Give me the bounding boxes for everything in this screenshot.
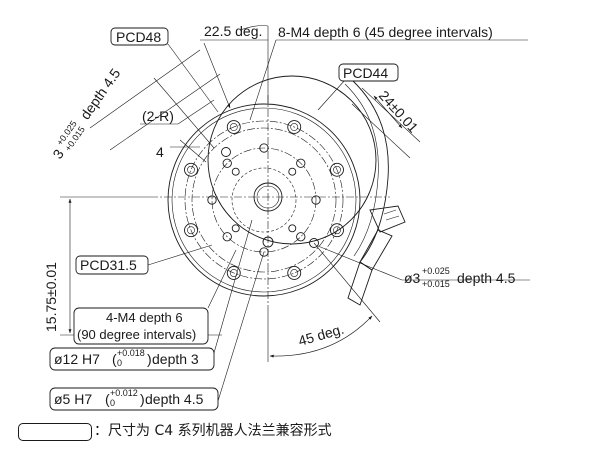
inner-m4-hole-2	[231, 224, 240, 233]
bore5-label: ø5 H7 ( +0.012 0 ) depth 4.5	[54, 388, 204, 408]
pcd44-label: PCD44	[343, 65, 388, 81]
pcd-hole-2	[296, 232, 306, 242]
m4-bottom-line2: (90 degree intervals)	[77, 327, 196, 342]
svg-text:ø3: ø3	[404, 270, 421, 286]
hole3-left-label: 3 +0.025 +0.015 depth 4.5	[49, 65, 124, 161]
outer-m4-hole-4	[184, 223, 198, 238]
outer-m4-hole-thread-8	[333, 165, 341, 174]
bore12-label: ø12 H7 ( +0.018 0 ) depth 3	[54, 348, 199, 368]
angle-top-label: 22.5 deg.	[204, 23, 262, 39]
pin-hole-right	[309, 238, 319, 248]
m4-holes-top-label: 8-M4 depth 6 (45 degree intervals)	[278, 24, 493, 40]
m4-holes-inner	[207, 143, 321, 257]
pcd44-circle	[191, 127, 337, 273]
svg-text:+0.025: +0.025	[422, 266, 450, 276]
radius-2r-label: (2-R)	[142, 108, 174, 124]
svg-text:): )	[140, 391, 145, 407]
pcd48-label: PCD48	[116, 29, 161, 45]
pcd48-circle	[184, 120, 344, 280]
angle-bottom-label: 45 deg.	[296, 321, 345, 349]
bore-outer	[231, 167, 297, 233]
pcd31-5-label: PCD31.5	[80, 257, 137, 273]
pcd-hole-8	[296, 158, 306, 168]
svg-text:depth 4.5: depth 4.5	[77, 65, 124, 122]
m4-bottom-line1: 4-M4 depth 6	[106, 310, 183, 325]
legend-swatch	[18, 423, 92, 441]
outer-m4-hole-thread-5	[187, 165, 195, 174]
svg-text:0: 0	[117, 358, 122, 368]
outer-m4-hole-2	[287, 266, 302, 280]
m4-holes-mid	[231, 167, 297, 233]
outer-m4-hole-1	[330, 223, 344, 238]
outer-m4-hole-6	[226, 120, 241, 134]
inner-m4-hole-1	[288, 224, 297, 233]
outer-m4-hole-thread-1	[333, 226, 341, 235]
outer-m4-hole-3	[226, 266, 241, 280]
pin-hole-left	[221, 147, 231, 157]
outer-m4-hole-thread-4	[187, 226, 195, 235]
outer-circle-inner	[171, 107, 357, 293]
pcd-hole-6	[222, 158, 232, 168]
inner-m4-hole-4	[288, 167, 297, 176]
pcd31-5-circle	[211, 147, 317, 253]
pcd-hole-1	[311, 195, 321, 205]
svg-text:depth 4.5: depth 4.5	[145, 391, 204, 407]
svg-text:(: (	[112, 351, 117, 367]
outer-m4-hole-thread-6	[229, 123, 238, 131]
pcd-hole-7	[259, 143, 269, 153]
hole3-right-label: ø3 +0.025 +0.015 depth 4.5	[404, 266, 516, 289]
m4-holes-outer	[184, 120, 344, 280]
dim-4-label: 4	[156, 144, 164, 160]
outer-circle	[167, 103, 361, 297]
svg-text:+0.015: +0.015	[422, 279, 450, 289]
svg-text:ø5 H7: ø5 H7	[54, 391, 92, 407]
rear-ear-arc	[351, 79, 389, 263]
pcd-hole-3	[259, 247, 269, 257]
svg-text:(: (	[105, 391, 110, 407]
svg-text:depth 4.5: depth 4.5	[457, 270, 516, 286]
flange-body	[150, 75, 406, 310]
pcd-hole-4	[222, 232, 232, 242]
outer-m4-hole-thread-3	[229, 269, 238, 277]
legend-text: ：尺寸为 C4 系列机器人法兰兼容形式	[94, 423, 332, 439]
svg-text:0: 0	[110, 398, 115, 408]
outer-m4-hole-thread-2	[290, 269, 299, 277]
pcd-hole-5	[207, 195, 217, 205]
height-15-75-label: 15.75±0.01	[43, 262, 59, 332]
svg-text:+0.018: +0.018	[117, 348, 145, 358]
svg-text:+0.012: +0.012	[110, 388, 138, 398]
outer-m4-hole-7	[287, 120, 302, 134]
svg-text:): )	[147, 351, 152, 367]
label-boxes	[49, 27, 399, 411]
outer-m4-hole-8	[330, 162, 344, 177]
outer-m4-hole-5	[184, 162, 198, 177]
connector-block	[347, 205, 406, 306]
inner-m4-hole-3	[231, 167, 240, 176]
svg-text:ø12 H7: ø12 H7	[54, 351, 100, 367]
outer-m4-hole-thread-7	[290, 123, 299, 131]
leader-lines	[60, 25, 530, 402]
svg-text:depth 3: depth 3	[152, 351, 199, 367]
